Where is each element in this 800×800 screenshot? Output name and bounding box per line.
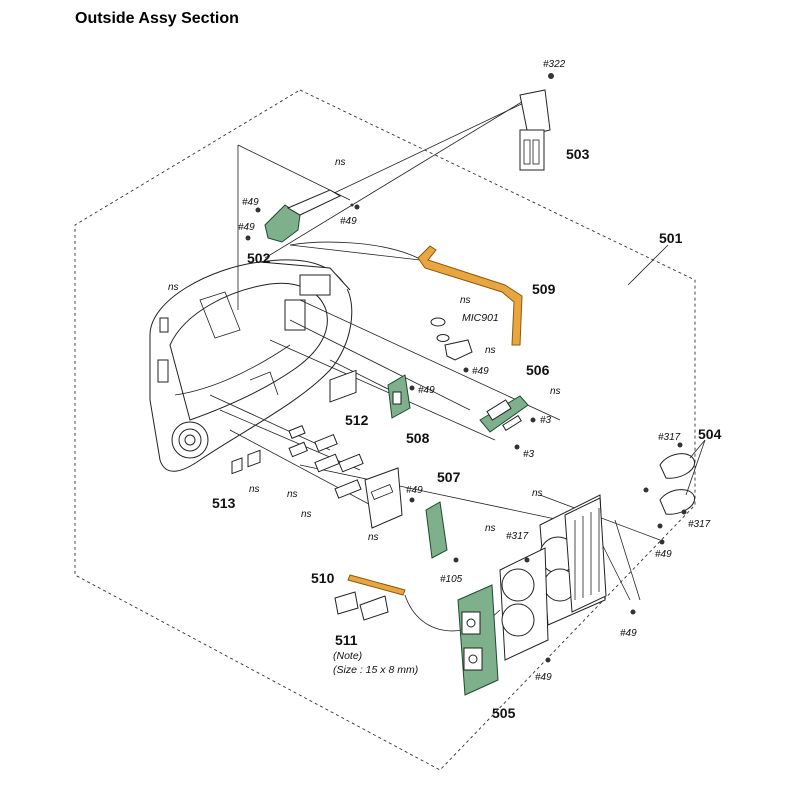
label-s49-i: #49 [535, 672, 552, 683]
part-513 [231, 449, 261, 475]
part-503 [519, 73, 554, 171]
label-503: 503 [566, 146, 590, 162]
part-505 [457, 584, 499, 696]
label-s317-a: #317 [658, 432, 681, 443]
label-s49-a: #49 [242, 197, 259, 208]
part-mic901 [430, 317, 473, 373]
label-512: 512 [345, 412, 369, 428]
label-ns-f: ns [532, 488, 543, 499]
part-508 [387, 374, 415, 419]
part-506 [479, 395, 536, 450]
label-s49-g: #49 [655, 549, 672, 560]
rear-frame [539, 494, 665, 626]
label-504: 504 [698, 426, 722, 442]
label-s317-b: #317 [688, 519, 711, 530]
label-size: (Size : 15 x 8 mm) [333, 664, 418, 676]
label-508: 508 [406, 430, 430, 446]
label-ns-k: ns [368, 532, 379, 543]
label-ns-a: ns [335, 157, 346, 168]
brackets-ns [288, 425, 415, 529]
label-ns-c: ns [460, 295, 471, 306]
label-mic901: MIC901 [462, 312, 499, 324]
label-ns-d: ns [485, 345, 496, 356]
assembly-boundary [74, 89, 696, 771]
label-511: 511 [335, 632, 358, 648]
label-ns-b: ns [168, 282, 179, 293]
label-ns-h: ns [249, 484, 260, 495]
part-512 [329, 369, 357, 403]
label-ns-i: ns [287, 489, 298, 500]
part-507 [425, 501, 459, 563]
label-s322: #322 [543, 59, 566, 70]
part-502 [245, 189, 360, 243]
label-509: 509 [532, 281, 556, 297]
label-s49-h: #49 [620, 628, 637, 639]
part-510 [347, 574, 406, 596]
label-s317-c: #317 [506, 531, 529, 542]
part-504 [643, 442, 696, 529]
label-s49-f: #49 [406, 485, 423, 496]
label-s49-d: #49 [472, 366, 489, 377]
label-s3-a: #3 [540, 415, 552, 426]
main-housing [149, 259, 353, 472]
label-ns-j: ns [301, 509, 312, 520]
label-note: (Note) [333, 650, 362, 662]
label-506: 506 [526, 362, 550, 378]
part-509 [289, 241, 523, 346]
label-513: 513 [212, 495, 236, 511]
label-s49-c: #49 [340, 216, 357, 227]
part-511 [334, 591, 389, 621]
label-502: 502 [247, 250, 271, 266]
label-501: 501 [659, 230, 683, 246]
inner-frame [499, 547, 551, 663]
label-ns-g: ns [485, 523, 496, 534]
label-505: 505 [492, 705, 516, 721]
label-s3-b: #3 [523, 449, 535, 460]
label-s49-e: #49 [418, 385, 435, 396]
label-ns-e: ns [550, 386, 561, 397]
diagram-title: Outside Assy Section [75, 10, 239, 27]
label-s105: #105 [440, 574, 463, 585]
label-507: 507 [437, 469, 461, 485]
label-s49-b: #49 [238, 222, 255, 233]
label-510: 510 [311, 570, 335, 586]
